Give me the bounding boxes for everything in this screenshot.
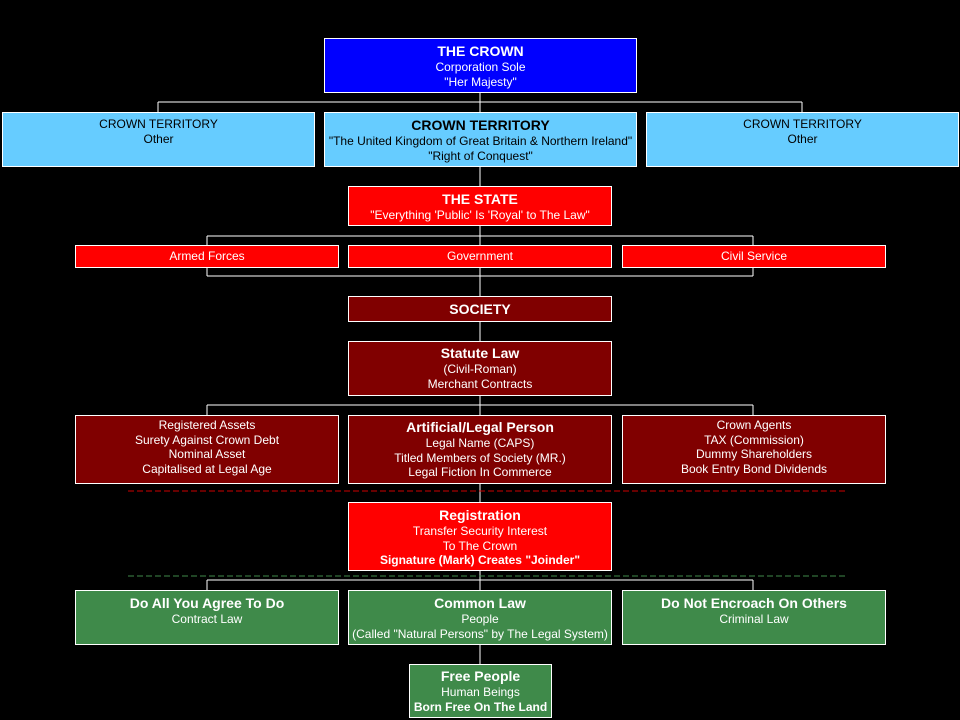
person-title: Artificial/Legal Person xyxy=(406,419,554,435)
registration-title: Registration xyxy=(439,507,521,523)
civil-service-box: Civil Service xyxy=(622,245,886,268)
crown-agents-box: Crown Agents TAX (Commission) Dummy Shar… xyxy=(622,415,886,484)
civil-service-label: Civil Service xyxy=(720,249,787,264)
crown-line2: "Her Majesty" xyxy=(444,74,517,89)
territory-main-title: CROWN TERRITORY xyxy=(411,117,550,133)
free-title: Free People xyxy=(440,668,521,684)
encroach-line1: Criminal Law xyxy=(719,612,789,626)
armed-forces-label: Armed Forces xyxy=(169,249,245,264)
assets-line-1: Registered Assets xyxy=(158,418,256,432)
agree-line1: Contract Law xyxy=(171,612,243,626)
registration-line1: Transfer Security Interest xyxy=(412,524,548,538)
registered-assets-box: Registered Assets Surety Against Crown D… xyxy=(75,415,339,484)
statute-law-box: Statute Law (Civil-Roman) Merchant Contr… xyxy=(348,341,612,396)
agents-line-4: Book Entry Bond Dividends xyxy=(680,461,828,476)
agree-box: Do All You Agree To Do Contract Law xyxy=(75,590,339,645)
armed-forces-box: Armed Forces xyxy=(75,245,339,268)
territory-main-box: CROWN TERRITORY "The United Kingdom of G… xyxy=(324,112,637,167)
territory-left-line1: CROWN TERRITORY xyxy=(99,117,218,131)
free-line1: Human Beings xyxy=(441,685,520,699)
crown-title: THE CROWN xyxy=(437,43,524,59)
territory-left-line2: Other xyxy=(143,131,174,146)
government-box: Government xyxy=(348,245,612,268)
common-line1: People xyxy=(461,612,499,626)
agents-line-3: Dummy Shareholders xyxy=(695,447,813,461)
state-title: THE STATE xyxy=(442,191,518,207)
assets-line-4: Capitalised at Legal Age xyxy=(142,461,272,476)
statute-title: Statute Law xyxy=(440,345,520,361)
statute-line1: (Civil-Roman) xyxy=(443,362,517,376)
government-label: Government xyxy=(446,249,514,264)
encroach-box: Do Not Encroach On Others Criminal Law xyxy=(622,590,886,645)
agree-title: Do All You Agree To Do xyxy=(129,595,285,611)
territory-left-box: CROWN TERRITORY Other xyxy=(2,112,315,167)
registration-box: Registration Transfer Security Interest … xyxy=(348,502,612,571)
society-box: SOCIETY xyxy=(348,296,612,322)
territory-main-line1: "The United Kingdom of Great Britain & N… xyxy=(328,134,633,148)
state-line1: "Everything 'Public' Is 'Royal' to The L… xyxy=(370,208,590,222)
crown-line1: Corporation Sole xyxy=(435,60,526,74)
encroach-title: Do Not Encroach On Others xyxy=(661,595,847,611)
common-line2: (Called "Natural Persons" by The Legal S… xyxy=(352,626,608,641)
person-line-2: Titled Members of Society (MR.) xyxy=(394,450,566,465)
state-box: THE STATE "Everything 'Public' Is 'Royal… xyxy=(348,186,612,226)
common-title: Common Law xyxy=(434,595,526,611)
legal-person-box: Artificial/Legal Person Legal Name (CAPS… xyxy=(348,415,612,484)
assets-line-2: Surety Against Crown Debt xyxy=(134,432,280,447)
territory-right-line2: Other xyxy=(787,131,818,146)
free-people-box: Free People Human Beings Born Free On Th… xyxy=(409,664,552,718)
registration-line2: To The Crown xyxy=(442,538,518,553)
agents-line-2: TAX (Commission) xyxy=(704,432,804,447)
registration-line3: Signature (Mark) Creates "Joinder" xyxy=(379,553,581,567)
society-title: SOCIETY xyxy=(449,300,511,317)
assets-line-3: Nominal Asset xyxy=(168,447,246,461)
territory-right-box: CROWN TERRITORY Other xyxy=(646,112,959,167)
statute-line2: Merchant Contracts xyxy=(427,376,533,391)
territory-main-line2: "Right of Conquest" xyxy=(428,148,533,163)
free-line2: Born Free On The Land xyxy=(413,699,548,714)
person-line-1: Legal Name (CAPS) xyxy=(425,436,535,450)
person-line-3: Legal Fiction In Commerce xyxy=(408,465,552,479)
crown-box: THE CROWN Corporation Sole "Her Majesty" xyxy=(324,38,637,93)
territory-right-line1: CROWN TERRITORY xyxy=(743,117,862,131)
agents-line-1: Crown Agents xyxy=(716,418,792,432)
common-law-box: Common Law People (Called "Natural Perso… xyxy=(348,590,612,645)
